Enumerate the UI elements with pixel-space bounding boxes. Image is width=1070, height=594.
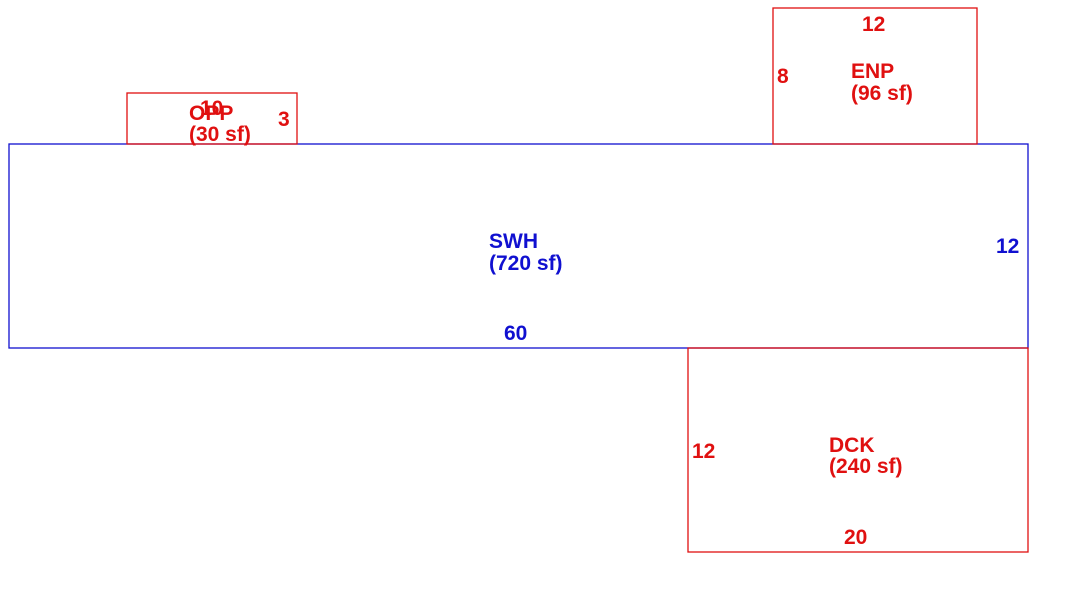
enp-area: 12 8 ENP (96 sf)	[772, 7, 978, 145]
swh-outline	[8, 143, 1029, 349]
enp-area-size: (96 sf)	[851, 82, 913, 105]
enp-outline	[772, 7, 978, 145]
dck-outline	[687, 347, 1029, 553]
opp-outline	[126, 92, 298, 145]
swh-area-size: (720 sf)	[489, 252, 563, 275]
dck-length-dimension: 20	[844, 526, 867, 549]
enp-code: ENP	[851, 60, 894, 83]
opp-code: OPP	[189, 102, 233, 125]
opp-area: 10 OPP (30 sf) 3	[126, 92, 298, 146]
enp-length-dimension: 12	[862, 13, 885, 36]
dck-area-size: (240 sf)	[829, 455, 903, 478]
dck-width-dimension: 12	[692, 440, 715, 463]
swh-code: SWH	[489, 230, 538, 253]
opp-width-dimension: 3	[278, 108, 290, 131]
swh-length-dimension: 60	[504, 322, 527, 345]
swh-width-dimension: 12	[996, 235, 1019, 258]
opp-length-dimension: 10	[200, 97, 223, 120]
dck-area: 12 DCK (240 sf) 20	[687, 347, 1029, 553]
dck-code: DCK	[829, 434, 875, 457]
swh-area: SWH (720 sf) 60 12	[8, 143, 1029, 349]
enp-width-dimension: 8	[777, 65, 789, 88]
opp-area-size: (30 sf)	[189, 123, 251, 146]
